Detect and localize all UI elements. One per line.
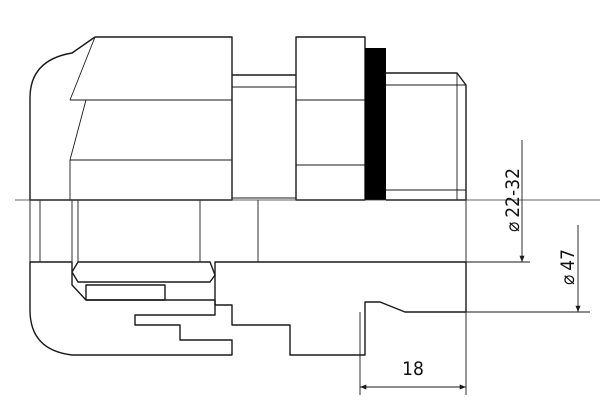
diameter-symbol: ⌀ bbox=[557, 275, 579, 285]
outer-diameter-dimension: ⌀47 bbox=[466, 225, 590, 313]
seal-washer bbox=[365, 48, 386, 200]
gland-section-view bbox=[29, 200, 467, 356]
outer-diameter-label: ⌀47 bbox=[557, 249, 579, 285]
inner-diameter-dimension: ⌀22-32 bbox=[466, 140, 530, 263]
diameter-symbol: ⌀ bbox=[502, 222, 524, 232]
gland-exterior-view bbox=[29, 36, 467, 201]
thread-length-label: 18 bbox=[402, 358, 424, 380]
thread-length-dimension: 18 bbox=[359, 312, 467, 395]
inner-diameter-label: ⌀22-32 bbox=[502, 168, 524, 232]
